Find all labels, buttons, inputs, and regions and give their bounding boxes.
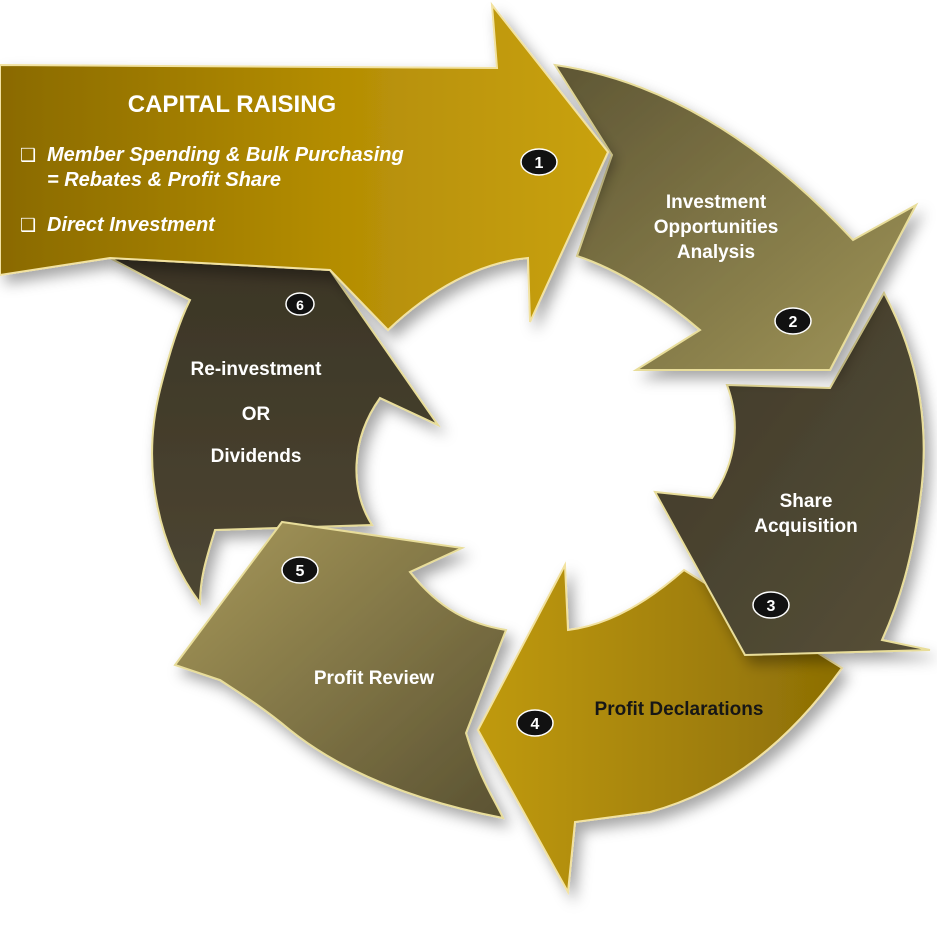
checkbox-icon: ❑ bbox=[20, 215, 36, 235]
capital-raising-title: CAPITAL RAISING bbox=[128, 91, 336, 118]
checkbox-icon: ❑ bbox=[20, 145, 36, 165]
step-2-label: Investment Opportunities Analysis bbox=[654, 192, 779, 263]
arrow-step-6 bbox=[109, 257, 441, 606]
step-3-line-2: Acquisition bbox=[754, 516, 857, 537]
step-4-label: Profit Declarations bbox=[595, 699, 764, 720]
step-2-line-2: Opportunities bbox=[654, 217, 779, 238]
bullet-direct-investment: Direct Investment bbox=[47, 214, 216, 236]
step-6-label: Re-investment OR Dividends bbox=[191, 359, 323, 467]
step-2-number: 2 bbox=[789, 314, 798, 331]
step-6-line-3: Dividends bbox=[211, 446, 302, 467]
step-3-line-1: Share bbox=[780, 491, 833, 512]
step-6-line-2: OR bbox=[242, 404, 271, 425]
step-5-badge: 5 bbox=[281, 556, 319, 584]
arrow-step-3 bbox=[653, 290, 931, 657]
step-6-line-1: Re-investment bbox=[191, 359, 323, 380]
step-6-badge: 6 bbox=[285, 292, 315, 316]
step-3-number: 3 bbox=[767, 598, 776, 615]
step-4-badge: 4 bbox=[516, 709, 554, 737]
step-5-number: 5 bbox=[296, 563, 305, 580]
step-1-badge: 1 bbox=[520, 148, 558, 176]
step-2-badge: 2 bbox=[774, 307, 812, 335]
step-5-label: Profit Review bbox=[314, 668, 435, 689]
step-2-line-1: Investment bbox=[666, 192, 767, 213]
arrow-step-2 bbox=[552, 63, 919, 371]
step-3-badge: 3 bbox=[752, 591, 790, 619]
step-3-label: Share Acquisition bbox=[754, 491, 857, 537]
bullet-rebates-profit-share: = Rebates & Profit Share bbox=[47, 169, 281, 191]
step-2-line-3: Analysis bbox=[677, 242, 755, 263]
arrow-step-5 bbox=[173, 520, 508, 820]
step-4-number: 4 bbox=[531, 716, 540, 733]
step-6-number: 6 bbox=[296, 297, 304, 313]
bullet-member-spending: Member Spending & Bulk Purchasing bbox=[47, 144, 404, 166]
arrow-step-1 bbox=[0, 1, 610, 332]
step-1-number: 1 bbox=[535, 155, 544, 172]
